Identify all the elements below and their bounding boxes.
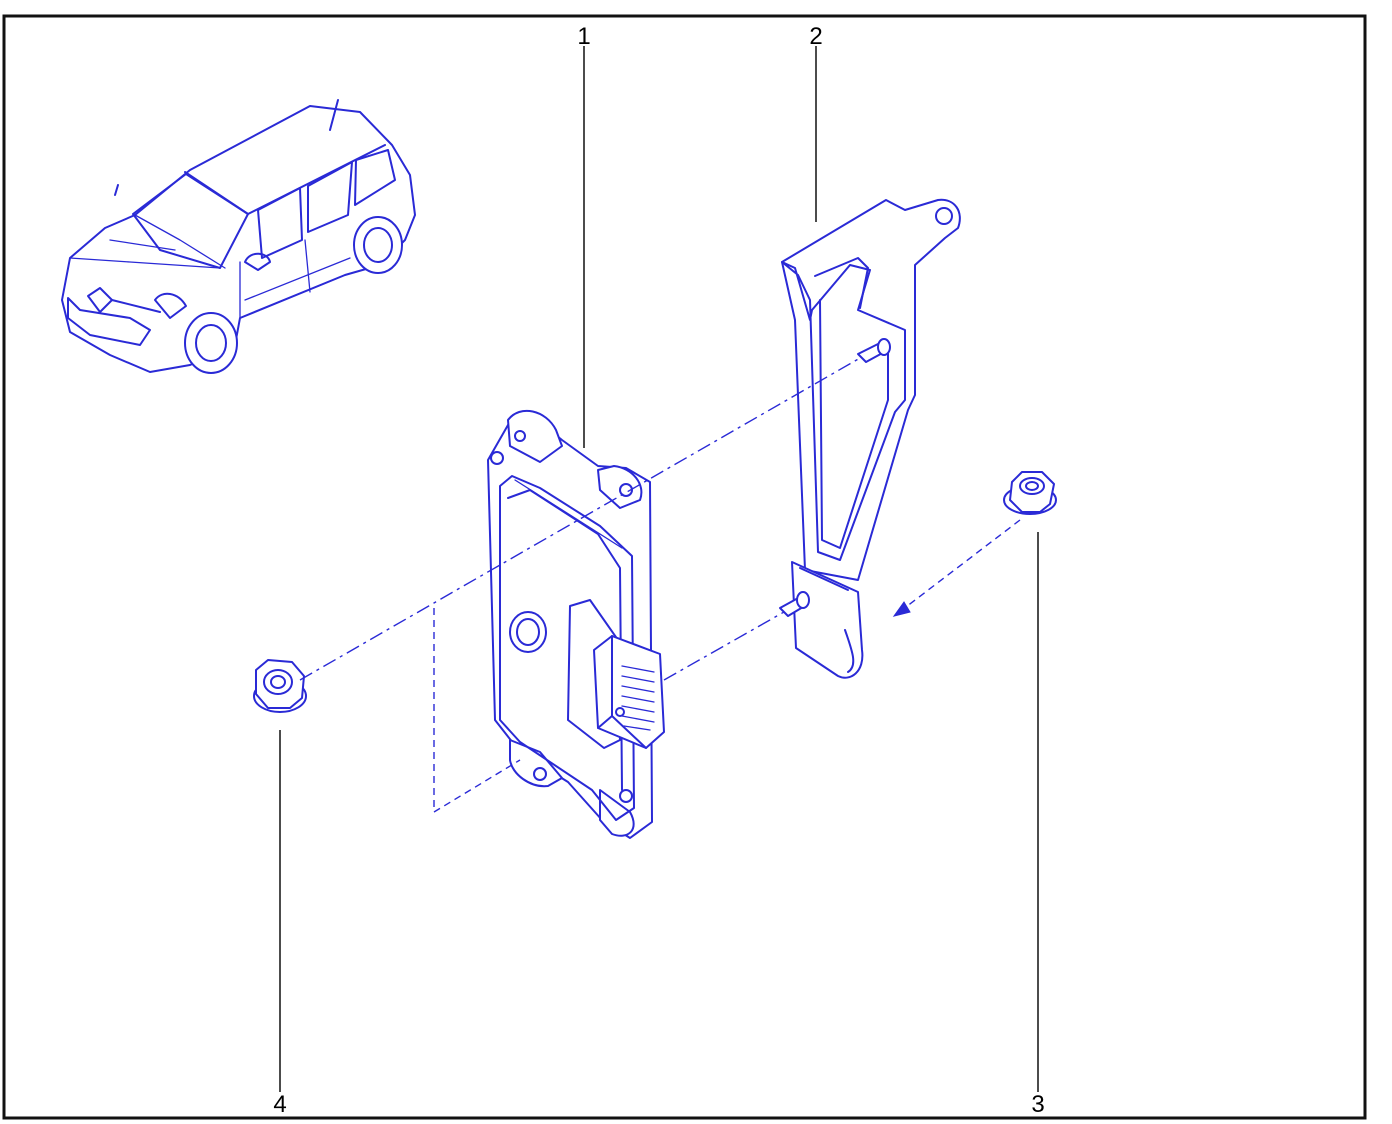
callout-label-1: 1 — [577, 23, 590, 50]
callout-label-4: 4 — [273, 1091, 286, 1118]
callout-leaders — [279, 46, 1039, 1092]
control-unit-module — [487, 410, 665, 839]
callout-labels: 1 2 3 4 — [273, 23, 1044, 1118]
mounting-bracket — [779, 198, 961, 679]
callout-label-3: 3 — [1031, 1091, 1044, 1118]
flange-nut-3 — [1003, 471, 1057, 515]
callout-label-2: 2 — [809, 23, 822, 50]
flange-nut-4 — [253, 659, 307, 713]
assembly-lines — [299, 357, 1021, 814]
diagram-frame — [2, 14, 1367, 1120]
suv-car-locator-icon — [61, 99, 416, 374]
